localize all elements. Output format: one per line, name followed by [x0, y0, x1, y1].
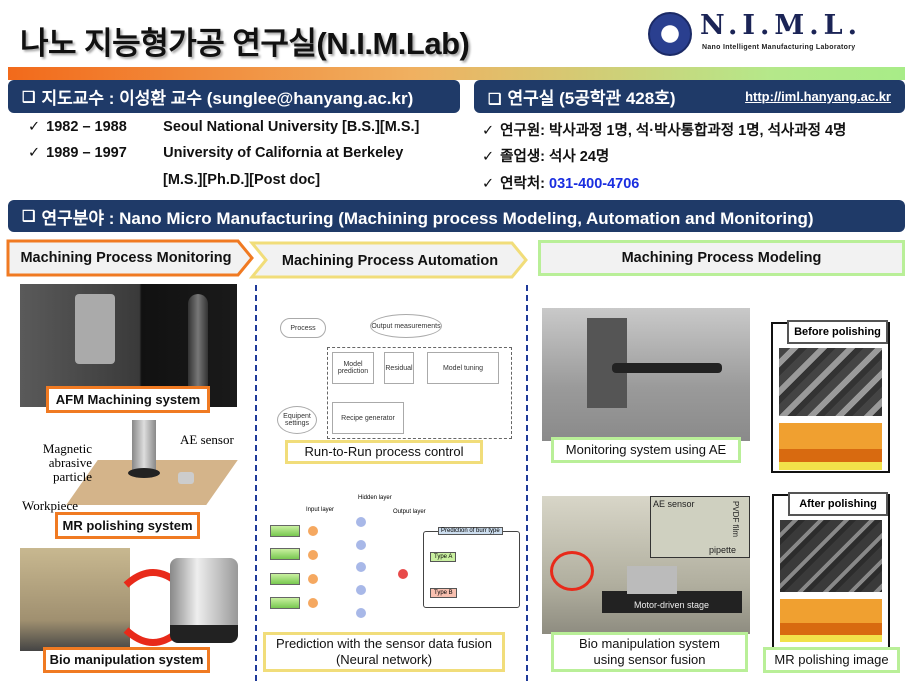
after-3d-topography — [780, 594, 882, 642]
tab-automation[interactable]: Machining Process Automation — [281, 253, 499, 269]
run-to-run-label: Run-to-Run process control — [285, 440, 483, 464]
lab-item-graduates: ✓졸업생: 석사 24명 — [482, 149, 610, 165]
nn-label-line2: (Neural network) — [335, 652, 433, 667]
page-title: 나노 지능형가공 연구실(N.I.M.Lab) — [20, 26, 470, 61]
tab-arrows — [6, 239, 528, 279]
neural-network-label: Prediction with the sensor data fusion(N… — [263, 632, 505, 672]
niml-logo: N.I.M.L. Nano Intelligent Manufacturing … — [648, 10, 898, 60]
checkbox-icon: ❑ — [22, 88, 36, 106]
lab-url-link[interactable]: http://iml.hanyang.ac.kr — [745, 89, 891, 104]
bio-label-line2: using sensor fusion — [593, 652, 706, 667]
university-seal-icon — [648, 12, 692, 56]
advisor-item-2-cont: [M.S.][Ph.D.][Post doc] — [163, 172, 321, 188]
mr-polishing-label: MR polishing system — [55, 512, 200, 539]
tab-monitoring-shape[interactable] — [6, 239, 254, 277]
after-polishing-title: After polishing — [788, 492, 888, 516]
column-divider — [255, 285, 257, 681]
workpiece-label: Workpiece — [22, 498, 78, 513]
tab-automation-shape[interactable] — [248, 241, 528, 279]
checkbox-icon: ❑ — [488, 91, 502, 108]
ae-monitoring-photo — [542, 308, 750, 441]
research-heading: 연구분야 : Nano Micro Manufacturing (Machini… — [41, 208, 814, 228]
lab-header: ❑ 연구실 (5공학관 428호) http://iml.hanyang.ac.k… — [474, 80, 905, 113]
magnetic-particle-label: Magnetic abrasive particle — [42, 441, 92, 484]
lab-heading: 연구실 (5공학관 428호) — [507, 89, 676, 108]
lab-item-contact: ✓연락처: 031-400-4706 — [482, 176, 640, 192]
tab-modeling[interactable]: Machining Process Modeling — [538, 240, 905, 276]
before-3d-topography — [779, 418, 882, 470]
after-polishing-panel: After polishing — [772, 492, 890, 650]
afm-label: AFM Machining system — [46, 386, 210, 413]
bio-label-line1: Bio manipulation system — [579, 636, 720, 651]
mr-polishing-diagram: Magnetic abrasive particle AE sensor Wor… — [20, 420, 240, 513]
ae-sensor-photo — [170, 558, 238, 643]
before-polishing-title: Before polishing — [787, 320, 888, 344]
advisor-header: ❑ 지도교수 : 이성환 교수 (sunglee@hanyang.ac.kr) — [8, 80, 460, 113]
before-sem-image — [779, 348, 882, 416]
ae-monitoring-label: Monitoring system using AE — [551, 437, 741, 463]
after-sem-image — [780, 520, 882, 592]
before-polishing-panel: Before polishing — [771, 320, 890, 473]
logo-subtitle: Nano Intelligent Manufacturing Laborator… — [702, 44, 856, 51]
gradient-divider — [8, 67, 905, 80]
bio-manipulation-label: Bio manipulation system — [43, 647, 210, 673]
neural-network-diagram: Hidden layer Input layer Output layer Pr… — [268, 495, 524, 630]
logo-text: N.I.M.L. — [700, 10, 863, 41]
run-to-run-diagram: Process Output measurements Model predic… — [272, 310, 522, 440]
advisor-heading: 지도교수 : 이성환 교수 (sunglee@hanyang.ac.kr) — [41, 89, 414, 108]
checkbox-icon: ❑ — [22, 208, 36, 225]
bio-manipulation-photo — [20, 548, 130, 651]
bio-sensor-fusion-photo: AE sensor pipette PVDF film Motor-driven… — [542, 496, 750, 634]
tab-monitoring[interactable]: Machining Process Monitoring — [20, 250, 232, 266]
column-divider — [526, 285, 528, 681]
research-header: ❑ 연구분야 : Nano Micro Manufacturing (Machi… — [8, 200, 905, 232]
lab-item-members: ✓연구원: 박사과정 1명, 석·박사통합과정 1명, 석사과정 4명 — [482, 123, 847, 139]
mr-polishing-image-label: MR polishing image — [763, 647, 900, 673]
phone-link[interactable]: 031-400-4706 — [549, 176, 640, 192]
nn-label-line1: Prediction with the sensor data fusion — [275, 636, 493, 651]
ae-sensor-label: AE sensor — [180, 432, 234, 447]
